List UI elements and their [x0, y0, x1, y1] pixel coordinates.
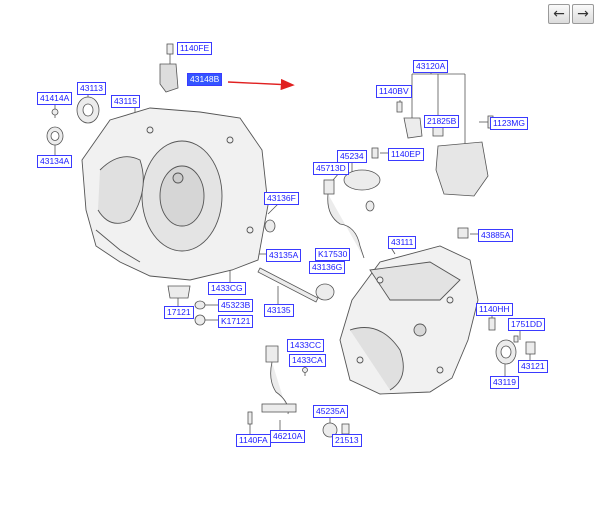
part-label-1123mg[interactable]: 1123MG — [490, 117, 528, 130]
part-label-43111[interactable]: 43111 — [388, 236, 417, 249]
part-label-43885a[interactable]: 43885A — [478, 229, 514, 242]
part-label-43134a[interactable]: 43134A — [37, 155, 73, 168]
part-label-43135a[interactable]: 43135A — [266, 249, 302, 262]
part-label-1140fa[interactable]: 1140FA — [236, 434, 271, 447]
part-label-43113[interactable]: 43113 — [77, 82, 107, 95]
part-label-45323b[interactable]: 45323B — [218, 299, 254, 312]
part-label-46210a[interactable]: 46210A — [270, 430, 306, 443]
part-label-17121[interactable]: 17121 — [164, 306, 194, 319]
forward-button[interactable]: → — [572, 4, 594, 24]
part-label-1140bv[interactable]: 1140BV — [376, 85, 412, 98]
part-label-1140fe[interactable]: 1140FE — [177, 42, 213, 55]
small-parts-bottom — [247, 345, 350, 438]
part-label-43115[interactable]: 43115 — [111, 95, 141, 108]
part-label-43120a[interactable]: 43120A — [413, 60, 449, 73]
highlight-arrow — [227, 78, 295, 91]
part-label-41414a[interactable]: 41414A — [37, 92, 73, 105]
part-label-45235a[interactable]: 45235A — [313, 405, 349, 418]
part-label-k17121[interactable]: K17121 — [218, 315, 254, 328]
transmission-case-left — [81, 107, 269, 281]
part-label-1140ep[interactable]: 1140EP — [388, 148, 424, 161]
part-label-21825b[interactable]: 21825B — [424, 115, 460, 128]
nav-buttons: ← → — [548, 4, 594, 24]
arrow-right-icon: → — [577, 6, 589, 22]
part-label-43148b[interactable]: 43148B — [187, 73, 223, 86]
part-label-45713d[interactable]: 45713D — [313, 162, 349, 175]
part-label-1140hh[interactable]: 1140HH — [476, 303, 513, 316]
back-button[interactable]: ← — [548, 4, 570, 24]
part-label-43119[interactable]: 43119 — [490, 376, 520, 389]
part-label-43136f[interactable]: 43136F — [264, 192, 299, 205]
part-label-1751dd[interactable]: 1751DD — [508, 318, 546, 331]
part-label-45234[interactable]: 45234 — [337, 150, 367, 163]
arrow-left-icon: ← — [553, 6, 565, 22]
part-label-43136g[interactable]: 43136G — [309, 261, 346, 274]
part-label-21513[interactable]: 21513 — [332, 434, 362, 447]
small-parts-right — [323, 101, 536, 365]
part-label-k17530[interactable]: K17530 — [315, 248, 351, 261]
part-label-43135[interactable]: 43135 — [264, 304, 294, 317]
transmission-case-right — [339, 245, 479, 395]
part-label-1433cc[interactable]: 1433CC — [287, 339, 325, 352]
part-label-1433cg[interactable]: 1433CG — [208, 282, 246, 295]
part-label-43121[interactable]: 43121 — [518, 360, 548, 373]
part-label-1433ca[interactable]: 1433CA — [289, 354, 326, 367]
